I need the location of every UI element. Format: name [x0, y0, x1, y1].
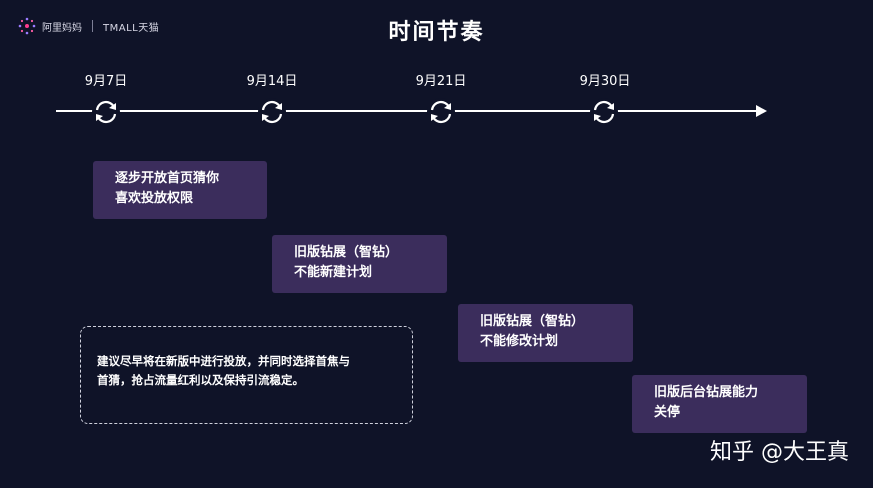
brand-name: 阿里妈妈 — [42, 22, 82, 34]
note-text: 首猜，抢占流量红利以及保持引流稳定。 — [97, 373, 304, 387]
sync-icon — [590, 98, 618, 126]
page-title: 时间节奏 — [388, 20, 485, 45]
milestone-text: 喜欢投放权限 — [115, 191, 194, 206]
sync-icon — [92, 98, 120, 126]
milestone-card-4: 旧版后台钻展能力 关停 — [632, 375, 807, 433]
timeline-date-1: 9月7日 — [84, 74, 128, 89]
milestone-text: 旧版后台钻展能力 — [654, 385, 759, 400]
milestone-text: 逐步开放首页猜你 — [115, 171, 220, 186]
timeline-arrowhead — [756, 105, 767, 117]
milestone-card-3: 旧版钻展（智钻） 不能修改计划 — [458, 304, 633, 362]
milestone-text: 关停 — [654, 405, 681, 420]
milestone-text: 旧版钻展（智钻） — [294, 245, 399, 260]
milestone-text: 不能新建计划 — [294, 265, 373, 280]
note-text: 建议尽早将在新版中进行投放，并同时选择首焦与 — [97, 354, 350, 368]
milestone-card-1: 逐步开放首页猜你 喜欢投放权限 — [93, 161, 267, 219]
timeline-date-4: 9月30日 — [579, 74, 631, 89]
milestone-text: 不能修改计划 — [480, 334, 559, 349]
sync-icon — [258, 98, 286, 126]
watermark: 知乎 @大王真 — [710, 440, 849, 465]
timeline-date-2: 9月14日 — [246, 74, 298, 89]
recommendation-note: 建议尽早将在新版中进行投放，并同时选择首焦与 首猜，抢占流量红利以及保持引流稳定… — [80, 326, 413, 424]
partner-name: TMALL天猫 — [103, 22, 160, 34]
timeline-date-3: 9月21日 — [415, 74, 467, 89]
milestone-card-2: 旧版钻展（智钻） 不能新建计划 — [272, 235, 447, 293]
alimama-logo-icon — [18, 17, 36, 35]
sync-icon — [427, 98, 455, 126]
brand-divider — [92, 20, 93, 32]
milestone-text: 旧版钻展（智钻） — [480, 314, 585, 329]
timeline-axis — [56, 110, 764, 112]
brand-logo: 阿里妈妈 TMALL天猫 — [18, 17, 159, 35]
